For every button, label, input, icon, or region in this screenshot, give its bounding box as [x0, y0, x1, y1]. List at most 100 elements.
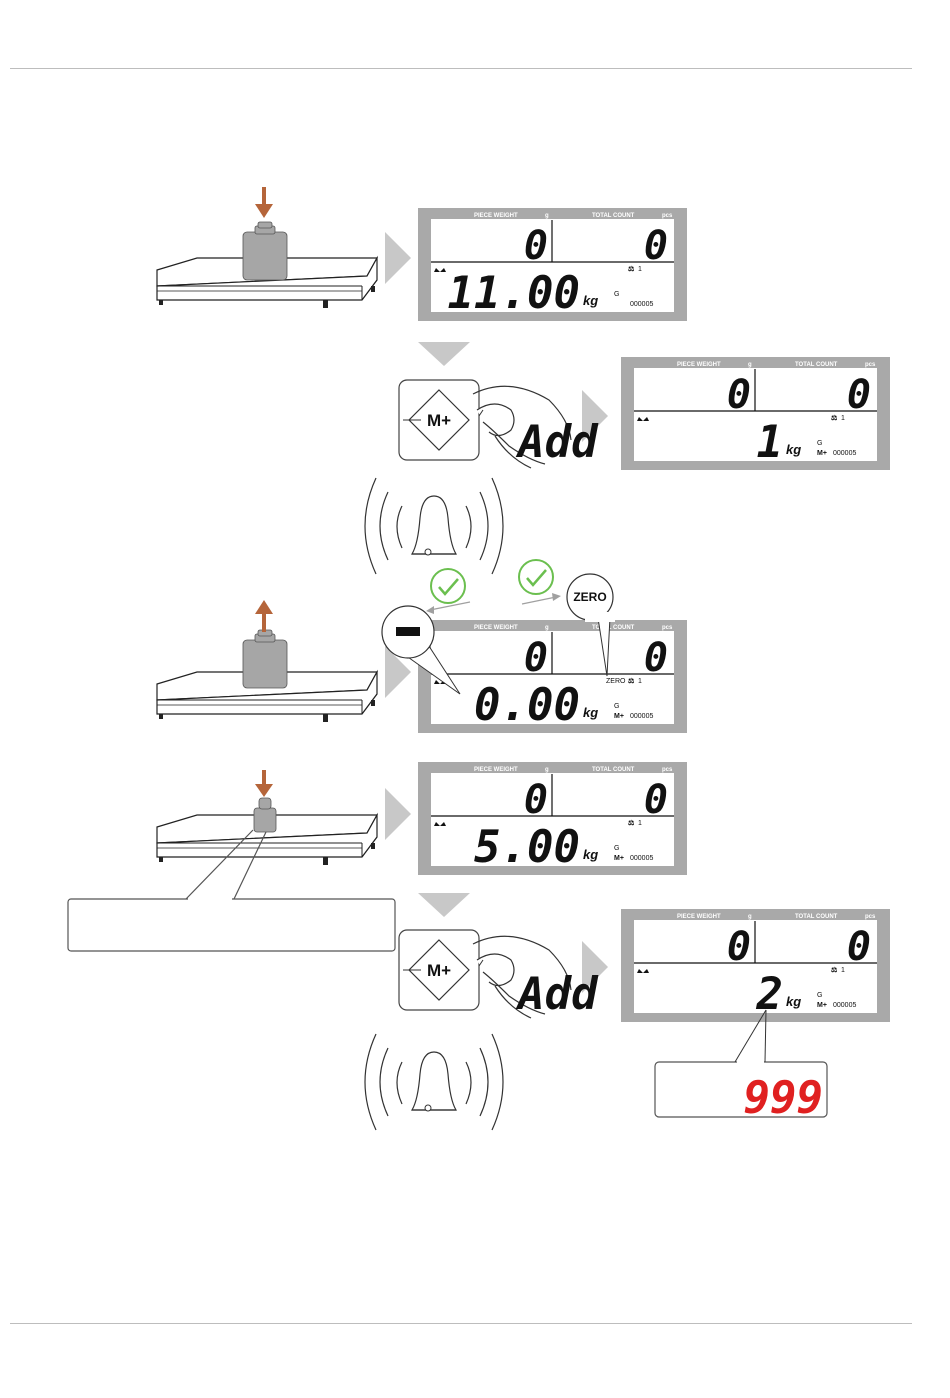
counter-value: 000005: [833, 450, 856, 457]
total-count-label: TOTAL COUNT: [592, 213, 635, 219]
down-triangle-icon: [418, 342, 470, 366]
weight-unit-label: kg: [583, 847, 598, 862]
scale-number: 1: [841, 415, 845, 422]
weight-unit-label: kg: [583, 705, 598, 720]
piece-weight-label: PIECE WEIGHT: [474, 767, 518, 773]
piece-unit-label: g: [545, 625, 549, 631]
count-unit-label: pcs: [662, 767, 673, 773]
down-triangle-icon: [418, 893, 470, 917]
main-weight-value: Add 2: [515, 969, 783, 1020]
weight-unit-label: kg: [786, 994, 801, 1009]
count-unit-label: pcs: [865, 914, 876, 920]
mem-indicator: M+: [817, 450, 827, 457]
small-weight-icon: [253, 797, 277, 833]
right-arrow-icon: [385, 788, 411, 840]
m-plus-key-icon: M+: [398, 929, 572, 1019]
bell-icon: [364, 1033, 504, 1131]
stable-icon: [637, 417, 649, 421]
piece-weight-value: 0: [524, 635, 548, 681]
zero-bubble-label: ZERO: [573, 590, 606, 604]
weight-icon: [242, 629, 288, 689]
up-arrow-icon: [255, 600, 273, 632]
main-weight-value: 11.00: [448, 268, 580, 319]
stable-icon: [434, 822, 446, 826]
piece-weight-label: PIECE WEIGHT: [677, 914, 721, 920]
piece-unit-label: g: [545, 767, 549, 773]
total-count-label: TOTAL COUNT: [795, 362, 838, 368]
weight-icon: [242, 221, 288, 281]
top-rule: [10, 68, 912, 69]
mem-indicator: M+: [614, 855, 624, 862]
piece-unit-label: g: [748, 362, 752, 368]
zero-callout: ZERO: [566, 573, 615, 677]
total-count-value: 0: [644, 635, 668, 681]
total-count-value: 0: [644, 777, 668, 823]
scale-number: 1: [638, 678, 642, 685]
scale-mini-icon: ⚖: [831, 966, 838, 974]
count-unit-label: pcs: [662, 625, 673, 631]
total-count-value: 0: [644, 223, 668, 269]
m-plus-key-label: M+: [427, 961, 451, 980]
scale-number: 1: [638, 820, 642, 827]
total-count-label: TOTAL COUNT: [592, 625, 635, 631]
main-weight-value: Add 1: [515, 417, 783, 468]
counter-value: 000005: [833, 1002, 856, 1009]
total-count-value: 0: [847, 372, 871, 418]
gross-label: G: [614, 845, 619, 852]
stable-icon: [434, 268, 446, 272]
piece-weight-value: 0: [727, 372, 751, 418]
gross-label: G: [614, 703, 619, 710]
total-count-label: TOTAL COUNT: [795, 914, 838, 920]
down-arrow-icon: [255, 187, 273, 218]
check-icon: [429, 567, 467, 605]
weight-unit-label: kg: [786, 442, 801, 457]
mem-indicator: M+: [614, 713, 624, 720]
stable-icon: [637, 969, 649, 973]
right-arrow-icon: [385, 232, 411, 284]
count-unit-label: pcs: [662, 213, 673, 219]
mem-indicator: M+: [817, 1002, 827, 1009]
right-gray-arrow-icon: [521, 593, 561, 605]
scale-number: 1: [841, 967, 845, 974]
scale-mini-icon: ⚖: [628, 819, 635, 827]
piece-weight-label: PIECE WEIGHT: [677, 362, 721, 368]
weight-note-callout: [67, 829, 396, 952]
scale-mini-icon: ⚖: [628, 265, 635, 273]
counter-value: 000005: [630, 713, 653, 720]
piece-weight-label: PIECE WEIGHT: [474, 625, 518, 631]
scale-number: 1: [638, 266, 642, 273]
piece-weight-value: 0: [524, 777, 548, 823]
max-counter-callout: 999: [654, 1009, 828, 1124]
weight-unit-label: kg: [583, 293, 598, 308]
count-unit-label: pcs: [865, 362, 876, 368]
down-arrow-icon: [255, 770, 273, 797]
counter-value: 000005: [630, 301, 653, 308]
bottom-rule: [10, 1323, 912, 1324]
gross-label: G: [817, 440, 822, 447]
counter-value: 000005: [630, 855, 653, 862]
scale-mini-icon: ⚖: [628, 677, 635, 685]
total-count-label: TOTAL COUNT: [592, 767, 635, 773]
left-gray-arrow-icon: [426, 601, 471, 614]
bell-icon: [364, 477, 504, 575]
piece-unit-label: g: [748, 914, 752, 920]
total-count-value: 0: [847, 924, 871, 970]
main-weight-value: 0.00: [474, 680, 580, 731]
check-icon: [517, 558, 555, 596]
gross-label: G: [817, 992, 822, 999]
zero-indicator: ZERO: [606, 678, 626, 685]
m-plus-key-label: M+: [427, 411, 451, 430]
piece-unit-label: g: [545, 213, 549, 219]
m-plus-key-icon: M+: [398, 379, 572, 469]
main-weight-value: 5.00: [474, 822, 580, 873]
piece-weight-value: 0: [524, 223, 548, 269]
piece-weight-label: PIECE WEIGHT: [474, 213, 518, 219]
piece-weight-value: 0: [727, 924, 751, 970]
max-counter-value: 999: [744, 1073, 823, 1124]
